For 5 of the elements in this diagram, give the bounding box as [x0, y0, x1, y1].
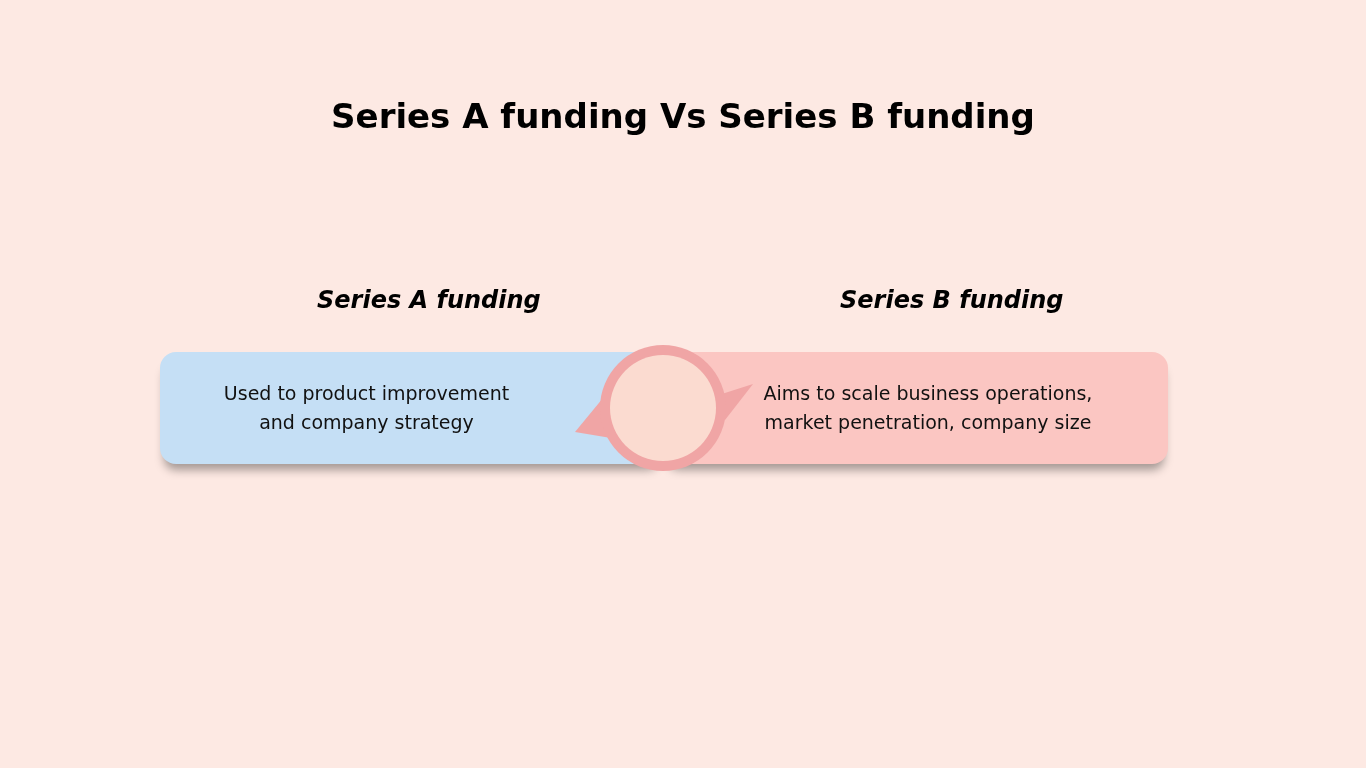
- description-text: Used to product improvement and company strategy: [222, 381, 511, 435]
- title: Series A funding Vs Series B funding: [330, 96, 1036, 136]
- column-heading: Series A funding: [317, 286, 541, 314]
- description-text: Aims to scale business operations, market penetration, company size: [762, 381, 1094, 435]
- column-heading: Series B funding: [840, 286, 1064, 314]
